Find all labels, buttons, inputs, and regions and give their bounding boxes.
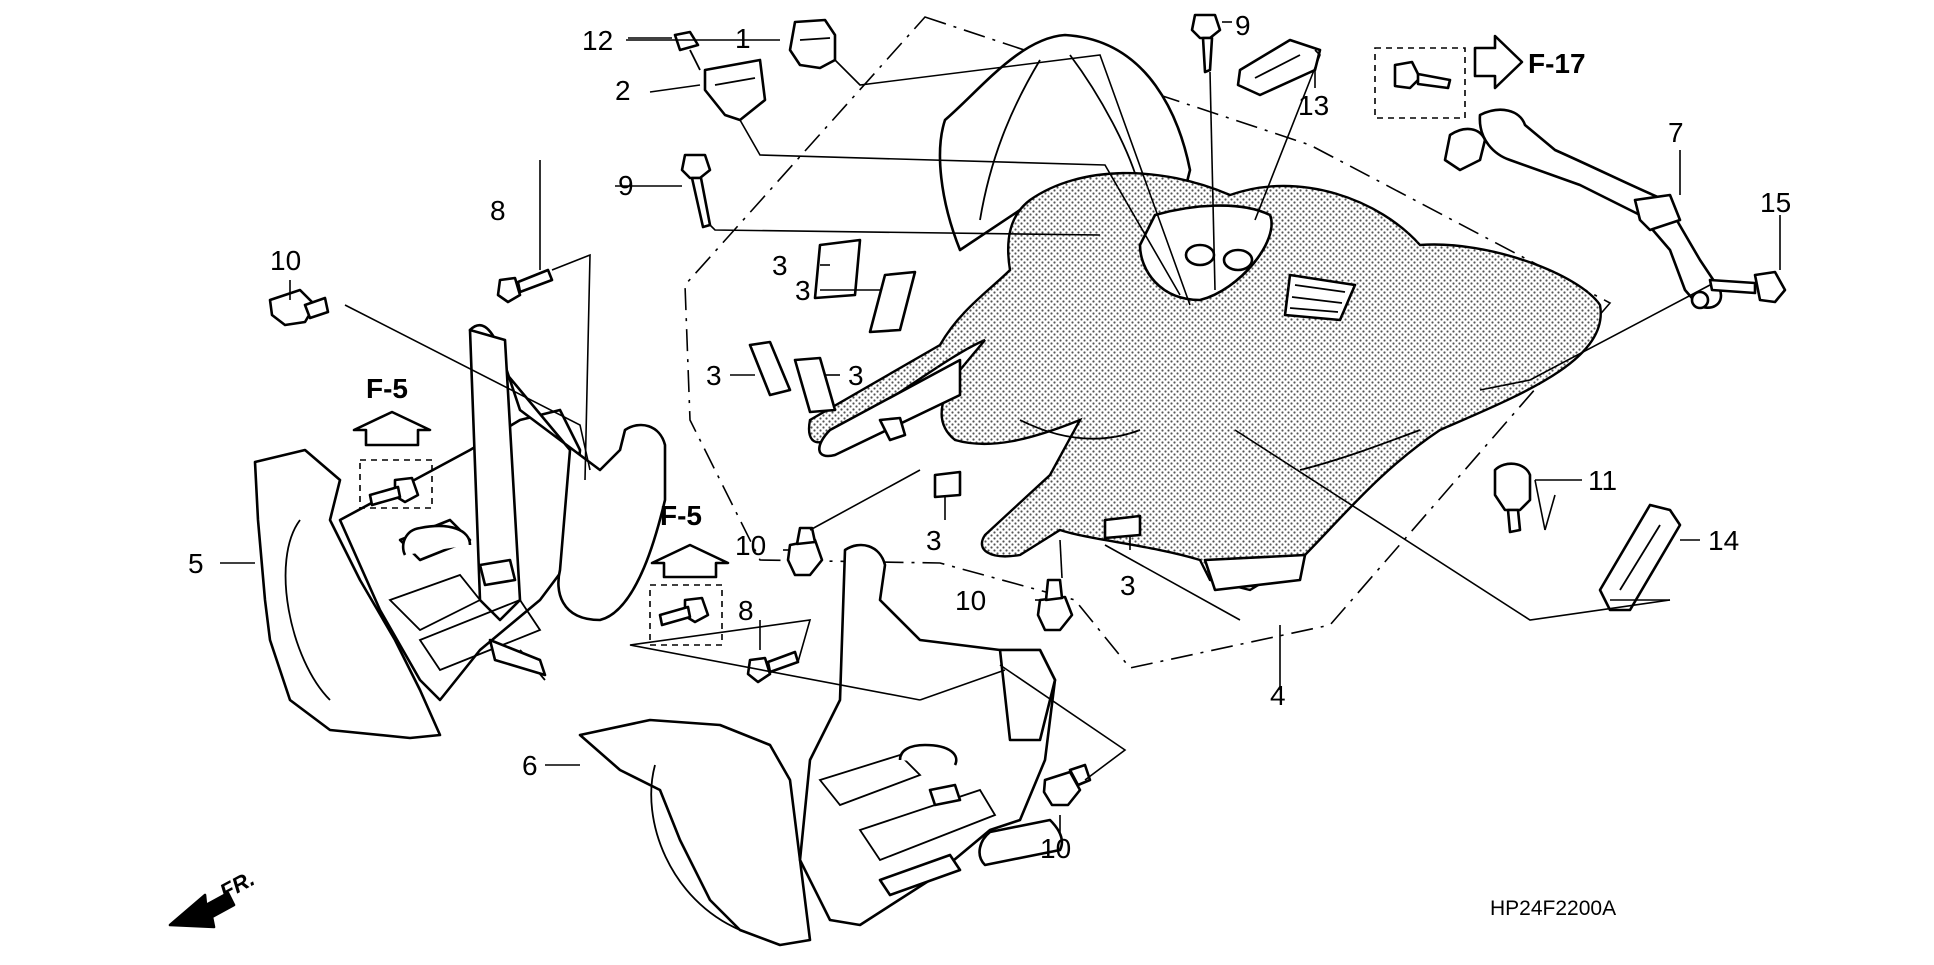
pad-1 xyxy=(813,238,862,300)
callout-5: 5 xyxy=(188,548,204,579)
hardware xyxy=(268,13,1787,807)
callout-7: 7 xyxy=(1668,117,1684,148)
f5b-box xyxy=(649,584,723,646)
callout-9b: 9 xyxy=(618,170,634,201)
bolt-f17 xyxy=(1393,60,1422,90)
callout-10c: 10 xyxy=(955,585,986,616)
callout-12: 12 xyxy=(582,25,613,56)
f5b-arrow xyxy=(650,543,730,579)
pad-group xyxy=(748,238,1142,540)
callout-15: 15 xyxy=(1760,187,1791,218)
clip-part-11 xyxy=(1493,462,1532,512)
leader-lines xyxy=(220,21,1781,835)
f5a-box xyxy=(359,459,433,509)
callout-14: 14 xyxy=(1708,525,1739,556)
right-mudguard xyxy=(578,543,1064,947)
rivet-part-10c xyxy=(1036,595,1074,632)
pad-5 xyxy=(933,470,962,499)
f17-box xyxy=(1374,47,1466,119)
callout-10b: 10 xyxy=(735,530,766,561)
callout-2: 2 xyxy=(615,75,631,106)
pad-3 xyxy=(748,340,792,397)
callout-3e: 3 xyxy=(926,525,942,556)
assembly-outline xyxy=(684,16,1612,669)
callout-10d: 10 xyxy=(1040,833,1071,864)
callout-3f: 3 xyxy=(1120,570,1136,601)
callout-8a: 8 xyxy=(490,195,506,226)
callout-8b: 8 xyxy=(738,595,754,626)
screw-part-12 xyxy=(673,30,700,52)
pad-4 xyxy=(793,356,837,414)
callout-3d: 3 xyxy=(848,360,864,391)
ref-f5a: F-5 xyxy=(366,373,408,404)
grab-rail xyxy=(1443,108,1723,310)
callout-3c: 3 xyxy=(706,360,722,391)
ref-f5b: F-5 xyxy=(660,500,702,531)
callout-9a: 9 xyxy=(1235,10,1251,41)
callout-4: 4 xyxy=(1270,680,1286,711)
bolt-part-9b xyxy=(680,153,712,180)
rivet-part-10b xyxy=(786,538,824,577)
bracket-part-2 xyxy=(703,58,767,122)
f5a-arrow xyxy=(352,410,432,447)
callout-13: 13 xyxy=(1298,90,1329,121)
callout-3a: 3 xyxy=(772,250,788,281)
bolt-part-9a xyxy=(1190,13,1222,40)
f17-arrow xyxy=(1473,34,1524,90)
pad-2 xyxy=(868,270,917,334)
front-arrow: FR. xyxy=(168,866,259,929)
pad-6 xyxy=(1103,514,1142,540)
drawing-code: HP24F2200A xyxy=(1490,897,1616,920)
callout-3b: 3 xyxy=(795,275,811,306)
rivet-part-10a xyxy=(268,288,317,327)
bolt-part-8a xyxy=(496,276,522,304)
rear-fender xyxy=(807,33,1602,592)
bolt-part-15 xyxy=(1753,270,1787,304)
callout-6: 6 xyxy=(522,750,538,781)
left-mudguard xyxy=(253,324,667,740)
callout-1: 1 xyxy=(735,23,751,54)
clip-part-1 xyxy=(788,18,837,70)
callout-11: 11 xyxy=(1588,465,1617,496)
callout-10a: 10 xyxy=(270,245,301,276)
callouts: 1 12 2 9 9 13 7 15 11 14 4 8 8 10 10 10 … xyxy=(188,10,1791,864)
ref-f17: F-17 xyxy=(1528,48,1586,79)
